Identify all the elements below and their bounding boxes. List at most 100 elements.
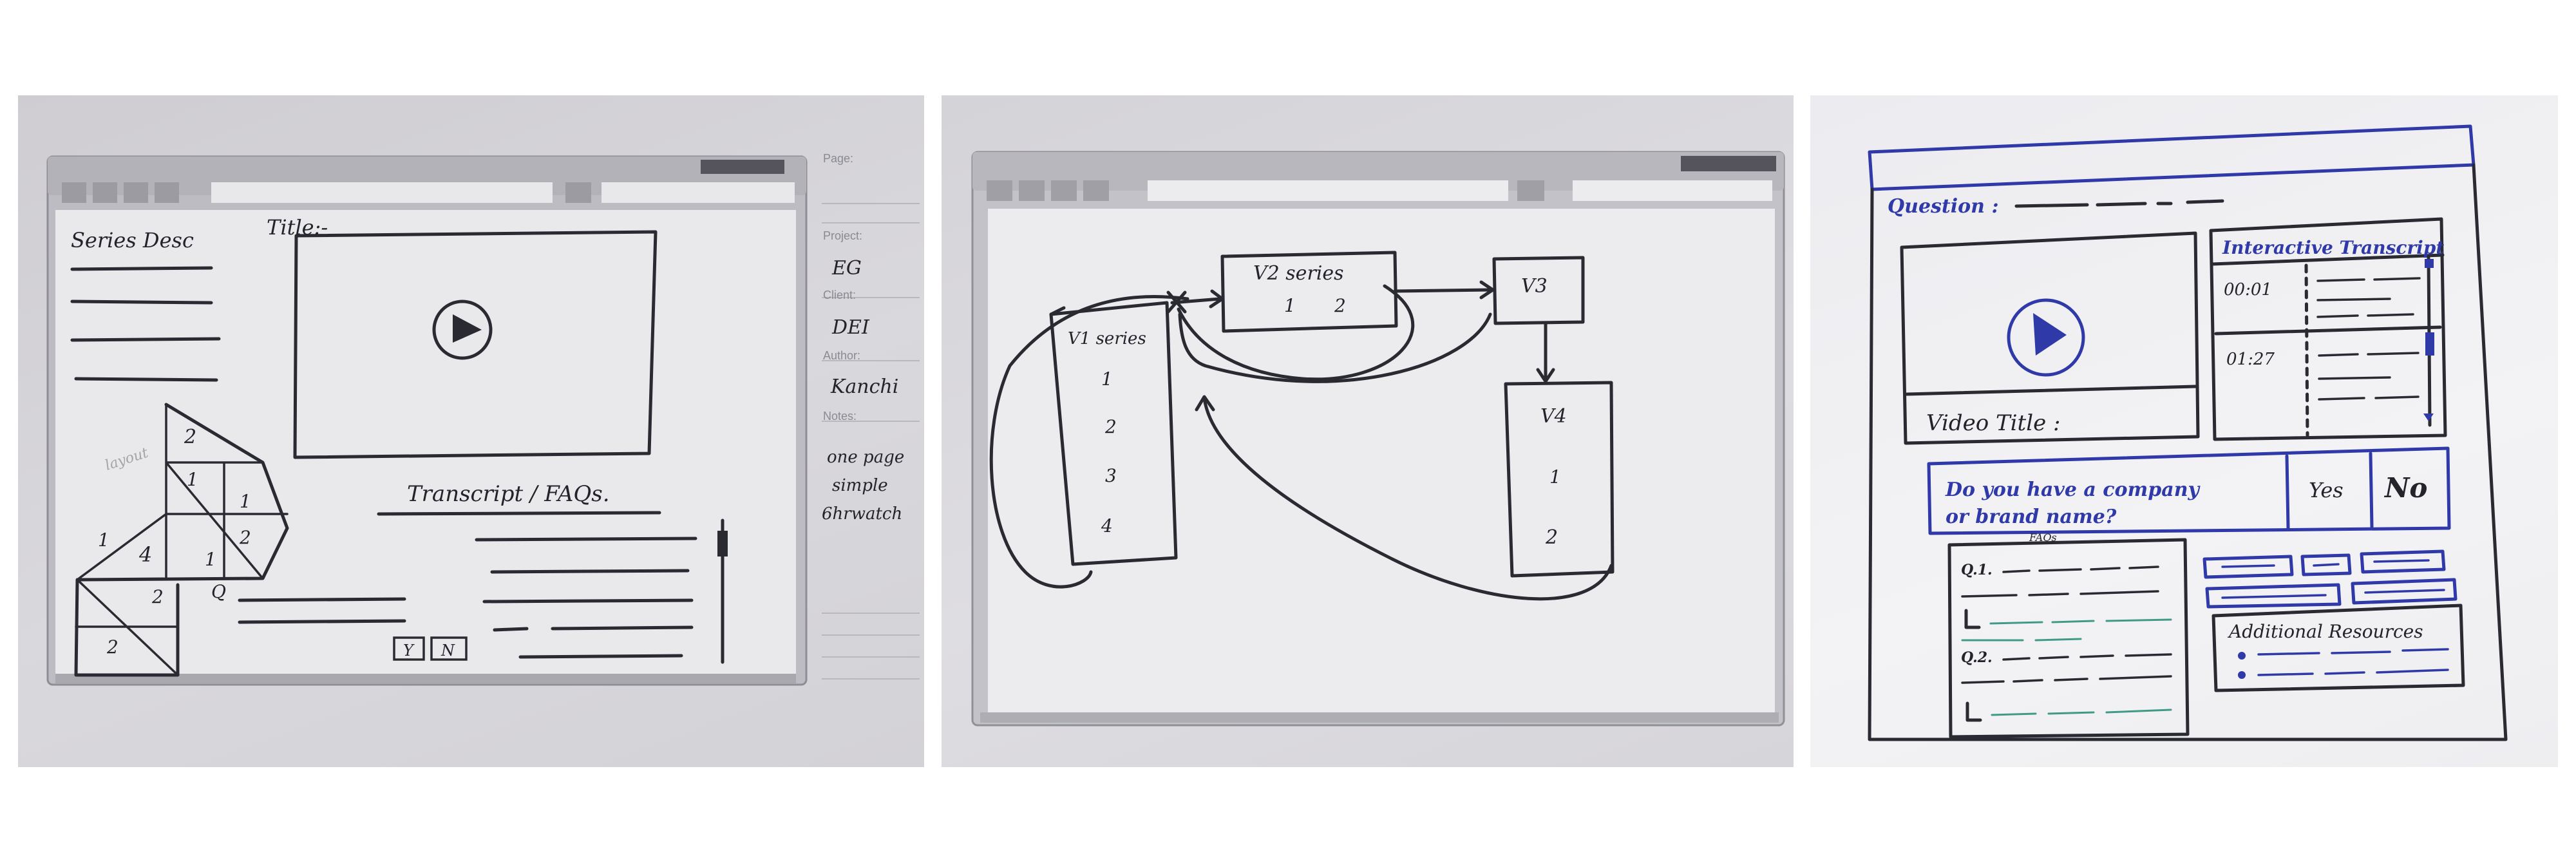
project-value: EG — [831, 257, 862, 280]
page-outer-frame — [1868, 163, 2508, 741]
prompt-bar-dividers — [2285, 452, 2374, 530]
project-field-label: Project: — [823, 229, 862, 242]
triangle-number: 1 — [205, 549, 216, 570]
tag-chip-lines — [2221, 559, 2445, 599]
v4-item: 2 — [1545, 526, 1558, 549]
yes-box-label: Y — [403, 642, 415, 660]
author-value: Kanchi — [830, 376, 898, 398]
video-title-divider — [1905, 385, 2197, 396]
notes-line: simple — [832, 476, 888, 495]
yes-box — [393, 636, 425, 661]
sketch-photo-2: V1 series 1 2 3 4 V2 series 1 2 V3 V4 1 … — [942, 95, 1794, 767]
yes-button-label[interactable]: Yes — [2309, 478, 2344, 502]
loop-v4-back-to-v2 — [1202, 396, 1613, 601]
home-icon — [155, 182, 179, 203]
faq-question-label: Q.2. — [1961, 649, 1993, 666]
interactive-transcript-title: Interactive Transcript — [2222, 237, 2444, 258]
sketch-photo-3: Question : Video Title : Interactive Tra… — [1810, 95, 2558, 767]
v1-series-title: V1 series — [1068, 329, 1146, 348]
no-box-label: N — [440, 642, 455, 660]
v1-box-corner — [1049, 306, 1066, 316]
transcript-scroll-thumb — [2425, 332, 2434, 356]
loop-v2-back-to-v1 — [1177, 284, 1415, 381]
transcript-row-divider — [2214, 325, 2442, 336]
play-icon — [453, 314, 482, 343]
no-button-label[interactable]: No — [2383, 472, 2427, 504]
sketch-photo-1: Series Desc Title:- 2 1 1 1 4 2 1 2 2 la… — [18, 95, 924, 767]
scroll-up-icon — [2425, 259, 2434, 268]
triangle-number: 1 — [187, 469, 198, 490]
sketch-3-drawing: Question : Video Title : Interactive Tra… — [1868, 124, 2508, 741]
interactive-transcript-header-rule — [2210, 253, 2445, 266]
v3-title: V3 — [1521, 275, 1548, 298]
page-field-label: Page: — [823, 152, 853, 165]
v2-series-title: V2 series — [1253, 262, 1344, 285]
author-field-label: Author: — [823, 349, 860, 362]
v4-title: V4 — [1540, 405, 1567, 428]
sketch-1-drawing: Series Desc Title:- 2 1 1 1 4 2 1 2 2 la… — [46, 152, 920, 686]
arrow-v2-to-v3 — [1393, 288, 1492, 293]
v3-box — [1492, 256, 1585, 325]
scrollbar-thumb — [717, 531, 728, 556]
v4-box — [1504, 381, 1615, 578]
triangle-number: 1 — [98, 529, 109, 551]
play-button-circle — [2007, 298, 2085, 377]
loop-v3-back-to-v1 — [1178, 312, 1492, 383]
client-value: DEI — [831, 316, 870, 339]
triangle-number: 2 — [184, 426, 196, 448]
junction-cross — [1166, 290, 1187, 314]
transcript-heading-underline — [377, 511, 661, 516]
transcript-time-divider — [2304, 263, 2309, 437]
prompt-line-2: or brand name? — [1946, 506, 2117, 528]
question-lines — [238, 597, 406, 624]
v2-item: 2 — [1334, 295, 1346, 316]
sketch-2-drawing: V1 series 1 2 3 4 V2 series 1 2 V3 V4 1 … — [971, 151, 1785, 727]
additional-resources-title: Additional Resources — [2227, 621, 2423, 642]
additional-resources-frame — [2211, 604, 2465, 692]
tag-chip-boxes[interactable] — [2202, 549, 2458, 609]
triangle-number: 2 — [151, 586, 164, 607]
address-bar — [211, 182, 553, 203]
home-icon — [1083, 180, 1109, 201]
v1-item: 2 — [1104, 416, 1117, 437]
address-bar — [1148, 180, 1508, 201]
triangle-collage-lines — [75, 403, 289, 676]
browser-statusbar — [55, 674, 796, 684]
v2-item: 1 — [1284, 295, 1296, 316]
arrowhead-loop — [1195, 395, 1215, 412]
question-label: Question : — [1888, 195, 1999, 218]
transcript-text-lines — [475, 537, 697, 659]
search-bar — [601, 182, 795, 203]
question-placeholder-lines — [2014, 199, 2224, 208]
triangle-number: 1 — [240, 491, 251, 512]
notes-line: one page — [827, 448, 904, 467]
v4-item: 1 — [1549, 466, 1561, 488]
back-icon — [987, 180, 1012, 201]
browser-window-controls — [701, 160, 784, 174]
triangle-number: 4 — [138, 542, 152, 567]
transcript-text-lines — [2316, 277, 2421, 401]
faq-panel-frame — [1947, 538, 2190, 739]
video-player-frame — [293, 230, 658, 459]
go-icon — [565, 182, 591, 203]
notes-line: 6hrwatch — [822, 504, 902, 524]
resource-bullet-icon — [2238, 652, 2246, 660]
prompt-line-1: Do you have a company — [1945, 479, 2201, 501]
scroll-down-icon — [2423, 414, 2434, 421]
series-desc-label: Series Desc — [71, 228, 194, 252]
back-icon — [62, 182, 86, 203]
prompt-bar-frame — [1927, 446, 2451, 535]
go-icon — [1517, 180, 1544, 201]
loop-around-v1 — [989, 295, 1189, 589]
triangle-collage-outline — [74, 403, 289, 677]
no-box — [430, 636, 468, 661]
arrowhead-v2 — [1209, 289, 1224, 309]
faq-question-lines — [1961, 566, 2172, 684]
transcript-timestamp: 00:01 — [2224, 280, 2272, 300]
arrowhead-v3 — [1479, 280, 1495, 300]
notes-field-label: Notes: — [823, 410, 857, 423]
resource-link-lines[interactable] — [2257, 648, 2449, 676]
faq-question-label: Q.1. — [1961, 562, 1993, 578]
v2-series-box — [1220, 251, 1398, 333]
refresh-icon — [1051, 180, 1077, 201]
